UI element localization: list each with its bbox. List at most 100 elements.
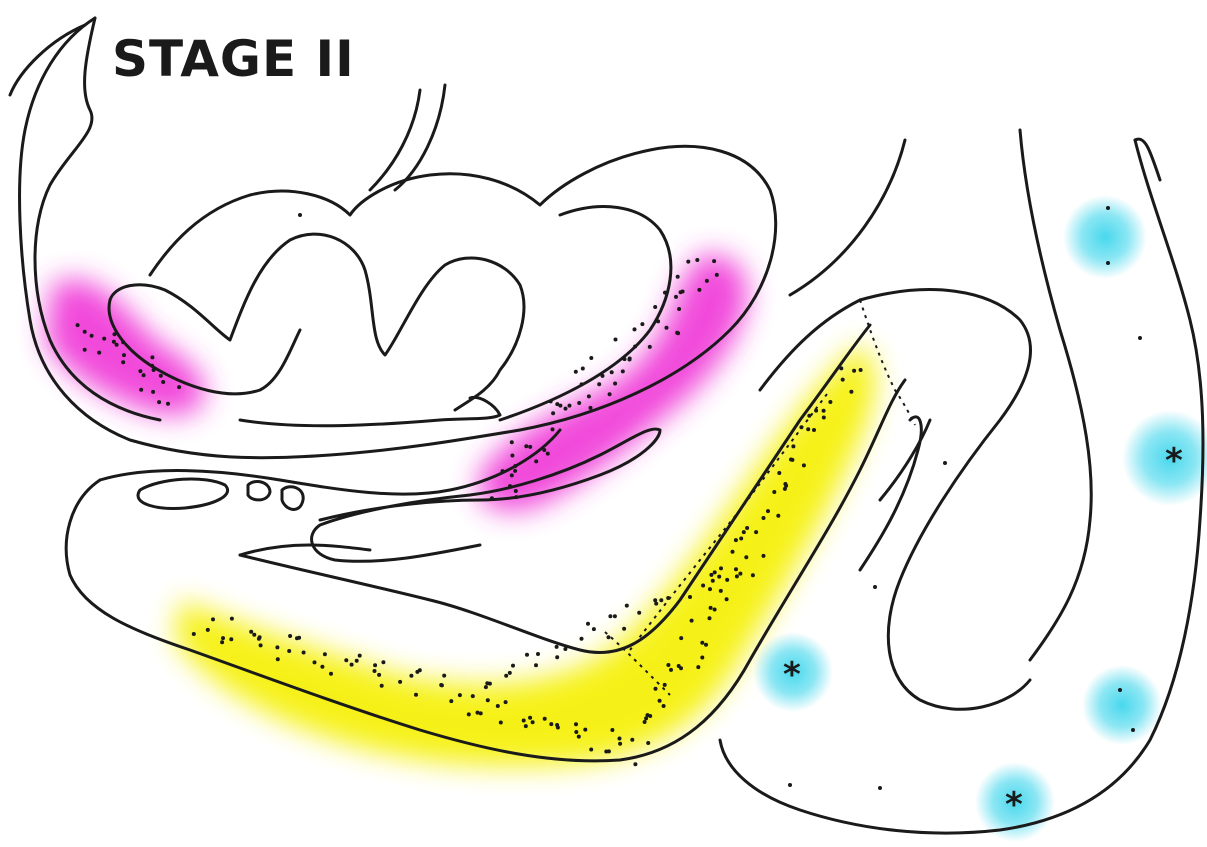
stipple-dot bbox=[772, 490, 776, 494]
stipple-dot bbox=[549, 722, 553, 726]
cyan-spot-1 bbox=[1063, 195, 1147, 279]
stipple-dot bbox=[762, 516, 766, 520]
inner-fold-base bbox=[240, 397, 500, 425]
stipple-dot bbox=[252, 633, 256, 637]
magenta-region-right bbox=[478, 254, 748, 511]
stipple-dot bbox=[514, 495, 518, 499]
stipple-dot bbox=[323, 652, 327, 656]
stipple-dot bbox=[97, 351, 101, 355]
stipple-dot bbox=[380, 684, 384, 688]
stipple-dot bbox=[725, 597, 729, 601]
stipple-dot bbox=[583, 728, 587, 732]
stipple-dot bbox=[628, 357, 632, 361]
stipple-dot bbox=[589, 406, 593, 410]
stipple-dot bbox=[298, 213, 302, 217]
stipple-dot bbox=[484, 685, 488, 689]
stipple-dot bbox=[614, 338, 618, 342]
stipple-dot bbox=[734, 567, 738, 571]
small-oval bbox=[138, 479, 228, 508]
stipple-dot bbox=[229, 637, 233, 641]
stipple-dot bbox=[508, 484, 512, 488]
stipple-dot bbox=[713, 608, 717, 612]
stipple-dot bbox=[504, 674, 508, 678]
stipple-dot bbox=[878, 786, 882, 790]
stipple-dot bbox=[708, 616, 712, 620]
stipple-dot bbox=[719, 589, 723, 593]
middle-loop-outer bbox=[860, 290, 1030, 710]
stipple-dot bbox=[666, 596, 670, 600]
right-tube-outer bbox=[790, 140, 905, 295]
stipple-dot bbox=[841, 378, 845, 382]
stipple-dot bbox=[695, 258, 699, 262]
stipple-dot bbox=[275, 645, 279, 649]
stipple-dot bbox=[471, 694, 475, 698]
stipple-dot bbox=[398, 680, 402, 684]
stipple-dot bbox=[849, 390, 853, 394]
stipple-dot bbox=[783, 482, 787, 486]
stipple-dot bbox=[122, 353, 126, 357]
stipple-dot bbox=[499, 721, 503, 725]
stipple-dot bbox=[731, 550, 735, 554]
stipple-dot bbox=[658, 699, 662, 703]
stipple-dot bbox=[257, 637, 261, 641]
stage-title: STAGE II bbox=[112, 30, 355, 88]
stipple-dot bbox=[159, 374, 163, 378]
stipple-dot bbox=[688, 595, 692, 599]
stipple-dot bbox=[589, 356, 593, 360]
stipple-dot bbox=[350, 663, 354, 667]
stipple-dot bbox=[206, 628, 210, 632]
stipple-dot bbox=[675, 331, 679, 335]
stipple-dot bbox=[83, 330, 87, 334]
stipple-dot bbox=[799, 425, 803, 429]
stipple-dot bbox=[806, 427, 810, 431]
stipple-dot bbox=[766, 509, 770, 513]
stipple-dot bbox=[113, 332, 117, 336]
stipple-dot bbox=[329, 672, 333, 676]
stipple-dot bbox=[613, 614, 617, 618]
stipple-dot bbox=[701, 584, 705, 588]
stipple-dot bbox=[1106, 206, 1110, 210]
stipple-dot bbox=[580, 637, 584, 641]
stipple-dot bbox=[297, 636, 301, 640]
stipple-dot bbox=[115, 343, 119, 347]
stipple-dot bbox=[574, 730, 578, 734]
stipple-dot bbox=[177, 385, 181, 389]
stipple-dot bbox=[221, 636, 225, 640]
stipple-dot bbox=[580, 382, 584, 386]
stipple-dot bbox=[705, 279, 709, 283]
stipple-dot bbox=[822, 416, 826, 420]
stipple-dot bbox=[542, 448, 546, 452]
stipple-dot bbox=[211, 617, 215, 621]
stipple-dot bbox=[744, 555, 748, 559]
stipple-dot bbox=[663, 291, 667, 295]
stipple-dot bbox=[587, 394, 591, 398]
stipple-dot bbox=[597, 382, 601, 386]
stipple-dot bbox=[618, 737, 622, 741]
stipple-dot bbox=[807, 414, 811, 418]
stipple-dot bbox=[601, 374, 605, 378]
stipple-dot bbox=[608, 392, 612, 396]
stipple-dot bbox=[83, 348, 87, 352]
stipple-dot bbox=[377, 673, 381, 677]
stipple-dot bbox=[633, 345, 637, 349]
stipple-dot bbox=[504, 700, 508, 704]
cyan-spot-4 bbox=[1082, 665, 1162, 745]
stipple-dot bbox=[662, 704, 666, 708]
stipple-dot bbox=[288, 634, 292, 638]
stipple-dot bbox=[490, 496, 494, 500]
stipple-dot bbox=[608, 614, 612, 618]
stipple-dot bbox=[157, 400, 161, 404]
stipple-dot bbox=[690, 619, 694, 623]
stipple-dot bbox=[524, 724, 528, 728]
stipple-dot bbox=[415, 670, 419, 674]
stipple-dot bbox=[640, 322, 644, 326]
stipple-dot bbox=[249, 630, 253, 634]
stipple-dot bbox=[564, 407, 568, 411]
stipple-dot bbox=[102, 337, 106, 341]
stipple-dot bbox=[725, 578, 729, 582]
stipple-dot bbox=[719, 566, 723, 570]
ring-2 bbox=[282, 487, 303, 510]
stipple-dot bbox=[674, 295, 678, 299]
stipple-dot bbox=[276, 657, 280, 661]
